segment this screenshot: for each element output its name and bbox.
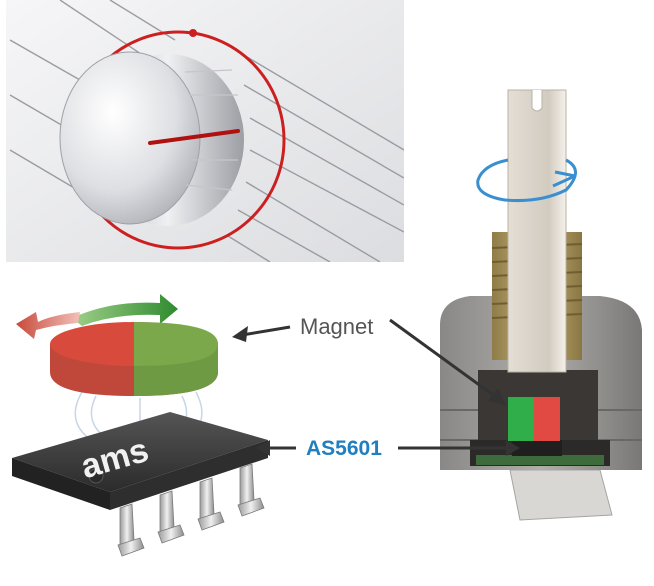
shaft-slot	[531, 90, 543, 112]
rotate-arrow-red	[16, 312, 80, 339]
encoder-cutaway	[440, 89, 642, 521]
encoder-shaft	[507, 89, 567, 373]
knob-pointer	[148, 129, 240, 145]
encoder-magnet-red	[534, 397, 560, 441]
diametric-magnet	[50, 322, 218, 396]
rotate-arrow-icon	[476, 158, 577, 202]
chip-pin1-dot	[88, 468, 104, 484]
magnet-chip-illustration: ams	[12, 294, 268, 557]
encoder-magnet-green	[508, 397, 534, 441]
rotate-arrow-green	[72, 294, 178, 326]
encoder-sensor-chip	[512, 440, 562, 456]
encoder-pcb	[476, 455, 604, 465]
sensor-label: AS5601	[306, 437, 382, 460]
chip-pins	[117, 463, 265, 557]
bidirectional-rotate-arrow-icon	[16, 294, 178, 339]
knob-panel	[6, 0, 404, 262]
magnet-label: Magnet	[300, 314, 373, 339]
magnet-label-group: Magnet	[232, 314, 506, 405]
knob-grip-lines	[184, 69, 238, 191]
magnet-arrow-right	[389, 318, 501, 402]
knob-indicator-dot	[189, 29, 197, 37]
encoder-terminals	[509, 469, 613, 521]
sensor-label-group: AS5601	[256, 437, 520, 460]
as5601-chip: ams	[12, 412, 268, 557]
chip-body	[12, 412, 268, 492]
